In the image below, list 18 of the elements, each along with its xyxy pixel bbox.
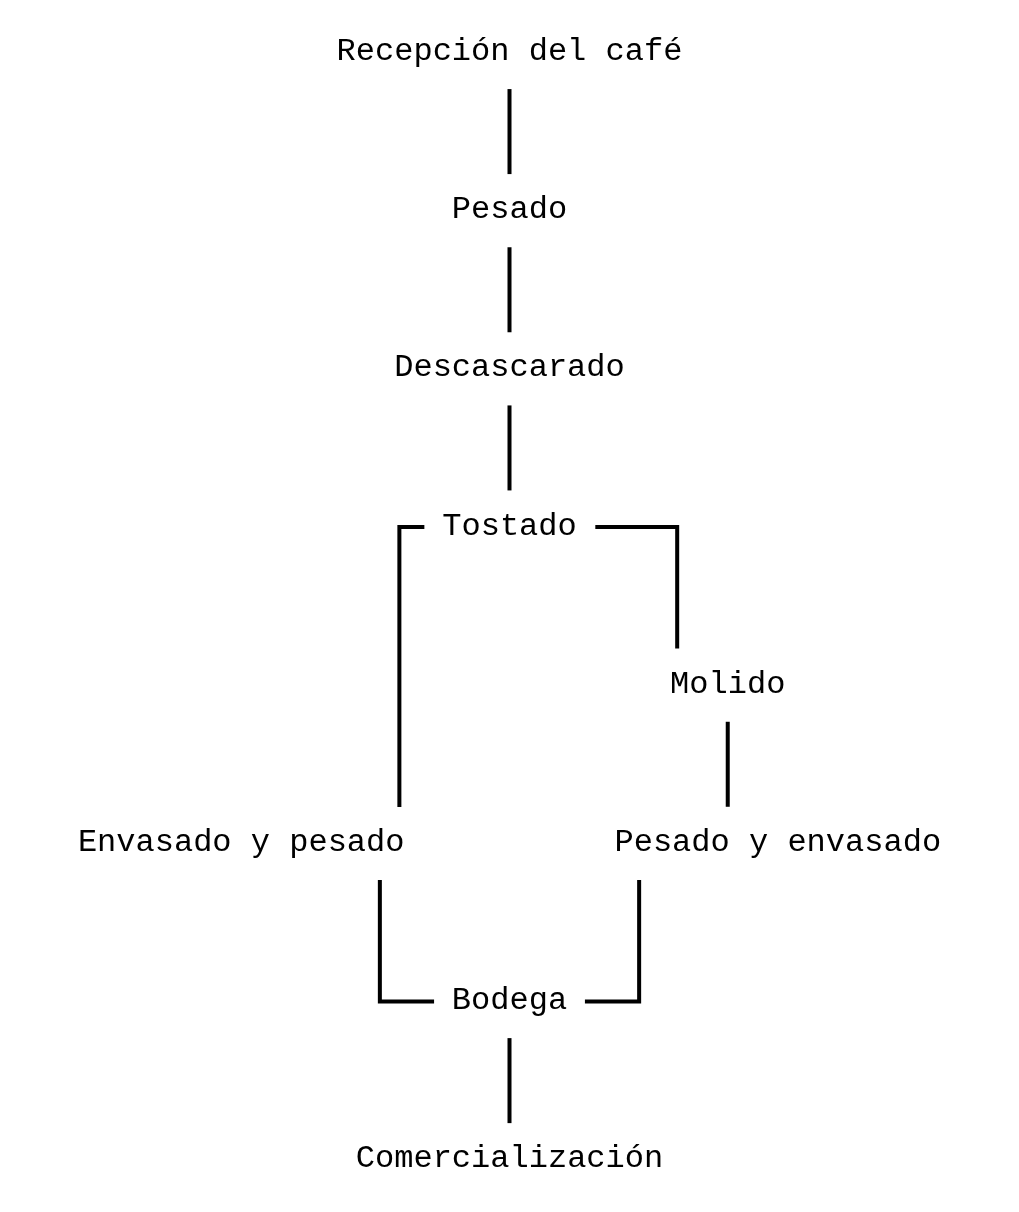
node-text: Bodega [451,982,568,1020]
node-text: Descascarado [394,349,625,387]
node-text: Recepción del café [336,33,683,70]
connector [507,405,512,491]
node-text: Comercialización [355,1140,664,1178]
node-text: Envasado y pesado [77,823,405,861]
node-text: Pesado y envasado [614,823,942,861]
node-text: Tostado [442,507,577,545]
connector [377,879,435,1004]
node-text: Pesado [451,191,568,229]
connector [507,1038,512,1124]
node-text: Molido [670,665,786,703]
connector [595,524,680,649]
connector [584,879,642,1004]
connector [507,89,512,175]
connector [725,721,730,807]
connector [507,247,512,333]
connector [397,524,425,807]
